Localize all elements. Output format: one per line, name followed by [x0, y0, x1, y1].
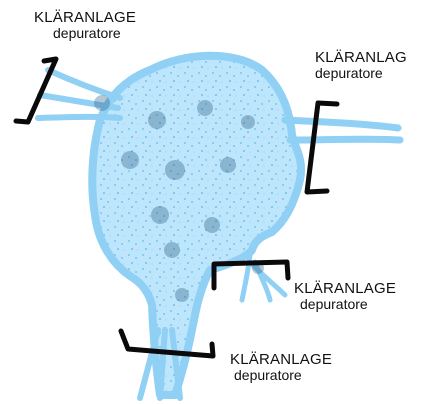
label-title: KLÄRANLAGE — [230, 352, 332, 368]
label-top-right: KLÄRANLAG depuratore — [315, 50, 407, 80]
outflow-stream-right — [285, 120, 400, 140]
label-title: KLÄRANLAGE — [34, 10, 136, 26]
label-bottom: KLÄRANLAGE depuratore — [230, 352, 332, 382]
label-subtitle: depuratore — [230, 368, 332, 383]
label-subtitle: depuratore — [294, 297, 396, 312]
label-title: KLÄRANLAG — [315, 50, 407, 66]
label-subtitle: depuratore — [34, 26, 136, 41]
label-mid-right: KLÄRANLAGE depuratore — [294, 281, 396, 311]
label-top-left: KLÄRANLAGE depuratore — [34, 10, 136, 40]
label-title: KLÄRANLAGE — [294, 281, 396, 297]
label-subtitle: depuratore — [315, 66, 407, 81]
